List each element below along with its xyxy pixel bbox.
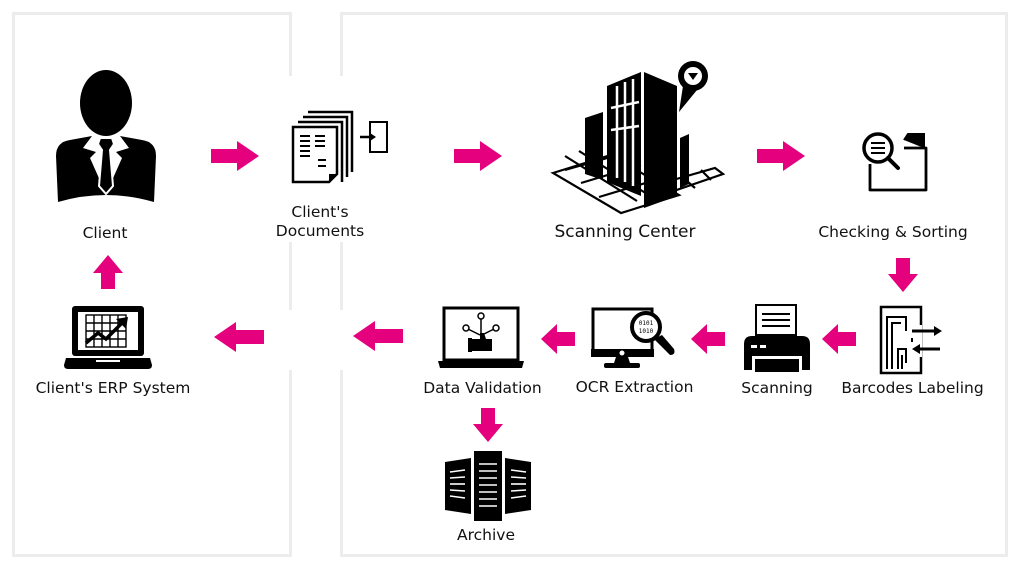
node-archive bbox=[443, 450, 533, 522]
arrow-checking-to-barcodes bbox=[888, 258, 918, 292]
building-location-icon bbox=[550, 61, 725, 215]
documents-stack-icon bbox=[291, 110, 388, 184]
svg-text:1010: 1010 bbox=[639, 328, 654, 335]
label-ocr-extraction: OCR Extraction bbox=[575, 378, 694, 396]
arrow-ocr-to-validation bbox=[541, 324, 575, 354]
client-side-panel bbox=[12, 12, 292, 557]
monitor-binary-search-icon: 0101 1010 bbox=[591, 307, 675, 368]
label-scanning-center: Scanning Center bbox=[554, 222, 696, 242]
label-client: Client bbox=[82, 224, 128, 242]
node-scanning-center bbox=[545, 58, 725, 218]
arrow-scanning-to-ocr bbox=[691, 324, 725, 354]
arrow-erp-to-client bbox=[93, 255, 123, 289]
arrow-validation-to-archive bbox=[473, 408, 503, 442]
panel-border-gap-bottom bbox=[286, 310, 346, 370]
node-clients-erp-system bbox=[62, 303, 154, 373]
node-clients-documents bbox=[290, 108, 390, 186]
label-clients-documents-line2: Documents bbox=[275, 222, 365, 240]
arrow-barcodes-to-scanning bbox=[822, 324, 856, 354]
laptop-chart-icon bbox=[64, 306, 152, 369]
svg-text:0101: 0101 bbox=[639, 320, 654, 327]
folder-search-icon bbox=[862, 132, 928, 192]
label-clients-erp-system: Client's ERP System bbox=[35, 379, 191, 397]
arrow-erp-segment bbox=[214, 322, 264, 352]
label-barcodes-labeling: Barcodes Labeling bbox=[841, 379, 984, 397]
node-barcodes-labeling bbox=[878, 305, 944, 375]
server-rack-icon bbox=[445, 451, 531, 521]
laptop-thumbs-up-icon bbox=[438, 306, 524, 368]
label-data-validation: Data Validation bbox=[423, 379, 542, 397]
businessman-icon bbox=[56, 70, 156, 202]
node-scanning bbox=[742, 302, 812, 374]
arrow-client-to-documents bbox=[211, 141, 259, 171]
arrow-documents-to-scanning-center bbox=[454, 141, 502, 171]
node-data-validation bbox=[436, 305, 526, 375]
label-checking-sorting: Checking & Sorting bbox=[818, 223, 968, 241]
label-scanning: Scanning bbox=[741, 379, 813, 397]
printer-scanner-icon bbox=[744, 304, 810, 372]
label-clients-documents-line1: Client's bbox=[291, 203, 349, 221]
arrow-validation-to-erp bbox=[353, 321, 403, 351]
barcode-exchange-icon bbox=[879, 305, 942, 375]
node-checking-sorting bbox=[860, 130, 932, 194]
node-ocr-extraction: 0101 1010 bbox=[588, 305, 680, 371]
node-client bbox=[50, 66, 160, 206]
arrow-scanning-center-to-checking bbox=[757, 141, 805, 171]
label-archive: Archive bbox=[457, 526, 515, 544]
